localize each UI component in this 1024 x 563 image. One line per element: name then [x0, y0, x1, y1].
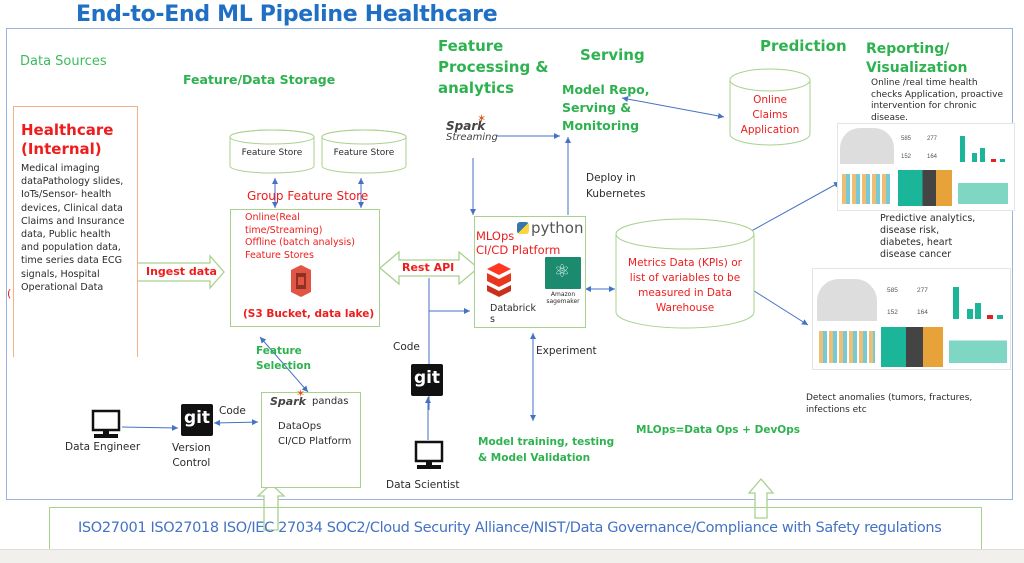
data-scientist-label: Data Scientist [386, 479, 460, 491]
data-scientist-computer-icon [413, 440, 445, 477]
section-data-sources: Data Sources [20, 54, 107, 69]
ingest-arrow-shape [135, 254, 225, 290]
section-reporting: Reporting/ Visualization [866, 41, 968, 76]
data-engineer-computer-icon [90, 409, 122, 446]
compliance-arrow-right [747, 478, 775, 519]
predictive-text: Predictive analytics, disease risk, diab… [880, 213, 976, 260]
stacked-bars-mini [819, 331, 875, 363]
section-feature-storage: Feature/Data Storage [183, 72, 336, 87]
online-claims-cylinder: Online Claims Application [728, 68, 812, 148]
area-chart-mini [840, 128, 894, 164]
rest-api-label[interactable]: Rest API [402, 261, 455, 274]
python-logo: python [517, 219, 583, 237]
sagemaker-icon: ⚛ [545, 257, 581, 289]
mlops-label: MLOps CI/CD Platform [476, 229, 561, 257]
bottom-bar [0, 549, 1024, 563]
spark-star-icon: ✶ [296, 388, 306, 400]
stray-mark: ( [7, 287, 12, 300]
deploy-kubernetes-label: Deploy in Kubernetes [586, 172, 646, 200]
experiment-label: Experiment [536, 345, 597, 357]
code-label-1: Code [219, 405, 246, 417]
pandas-logo: pandas [312, 396, 349, 407]
compliance-box: ISO27001 ISO27018 ISO/IEC 27034 SOC2/Clo… [49, 507, 982, 550]
mlops-formula: MLOps=Data Ops + DevOps [636, 424, 800, 436]
code-label-2: Code [393, 341, 420, 353]
histogram-mini [949, 331, 1007, 363]
group-feature-store-label: Group Feature Store [247, 189, 369, 203]
python-icon [517, 222, 529, 234]
dashboard-thumbnail-1: 585 277 152 164 [837, 123, 1015, 211]
s3-bucket-icon [291, 265, 311, 297]
databricks-icon [487, 263, 511, 297]
kpi-tiles: 585 277 152 164 [887, 287, 928, 316]
arrow-serving-claims [621, 96, 725, 119]
bar-chart-mini [956, 130, 1010, 162]
kpi-tiles: 585 277 152 164 [901, 136, 938, 160]
feature-store-cylinder-2: Feature Store [320, 128, 408, 176]
spark-streaming-logo: Spark Streaming ✶ [446, 113, 498, 143]
dashboard-thumbnail-2: 585 277 152 164 [812, 268, 1011, 370]
git-icon-version-control: git [181, 404, 213, 436]
feature-storage-box: Online(Real time/Streaming) Offline (bat… [230, 209, 380, 327]
ingest-data-label: Ingest data [146, 265, 217, 278]
s3-caption: (S3 Bucket, data lake) [243, 308, 375, 320]
git-icon-scientist: git [411, 364, 443, 396]
treemap-mini [898, 170, 952, 206]
arrow-feature-selection [259, 336, 309, 393]
databricks-label: Databrick s [490, 303, 536, 325]
arrow-engineer-git [121, 424, 179, 431]
storage-description: Online(Real time/Streaming) Offline (bat… [245, 212, 355, 261]
mlops-platform-box: MLOps CI/CD Platform python Databrick s … [474, 216, 586, 328]
page-title: End-to-End ML Pipeline Healthcare [76, 2, 498, 27]
treemap-mini [881, 327, 943, 367]
healthcare-description: Medical imaging dataPathology slides, Io… [21, 163, 125, 293]
metrics-warehouse-cylinder: Metrics Data (KPIs) or list of variables… [614, 218, 756, 330]
data-engineer-label: Data Engineer [65, 441, 141, 453]
online-health-text: Online /real time health checks Applicat… [871, 78, 1003, 123]
anomalies-text: Detect anomalies (tumors, fractures, inf… [806, 393, 973, 415]
arrow-git-dataops [213, 419, 259, 426]
healthcare-title: Healthcare (Internal) [21, 121, 114, 158]
dataops-platform-box: Spark ✶ pandas DataOps CI/CD Platform [261, 388, 361, 488]
stacked-bars-mini [842, 174, 892, 204]
feature-selection-label: Feature Selection [256, 345, 311, 372]
pipeline-frame [6, 28, 1013, 500]
model-training-label: Model training, testing & Model Validati… [478, 436, 615, 464]
feature-store-cylinder-1: Feature Store [228, 128, 316, 176]
histogram-mini [958, 174, 1008, 204]
version-control-label: Version Control [172, 442, 211, 469]
bar-chart-mini [947, 281, 1007, 319]
spark-star-icon: ✶ [477, 113, 487, 125]
section-prediction: Prediction [760, 37, 847, 55]
compliance-text: ISO27001 ISO27018 ISO/IEC 27034 SOC2/Clo… [78, 520, 942, 536]
healthcare-source-box: Healthcare (Internal) Medical imaging da… [13, 106, 138, 357]
dataops-label: DataOps CI/CD Platform [278, 421, 352, 447]
area-chart-mini [817, 279, 877, 321]
model-repo-label: Model Repo, Serving & Monitoring [562, 82, 650, 133]
section-serving: Serving [580, 46, 645, 64]
section-feature-processing: Feature Processing & analytics [438, 37, 549, 97]
spark-logo: Spark [270, 395, 306, 408]
sagemaker-label: Amazon sagemaker [546, 291, 580, 305]
